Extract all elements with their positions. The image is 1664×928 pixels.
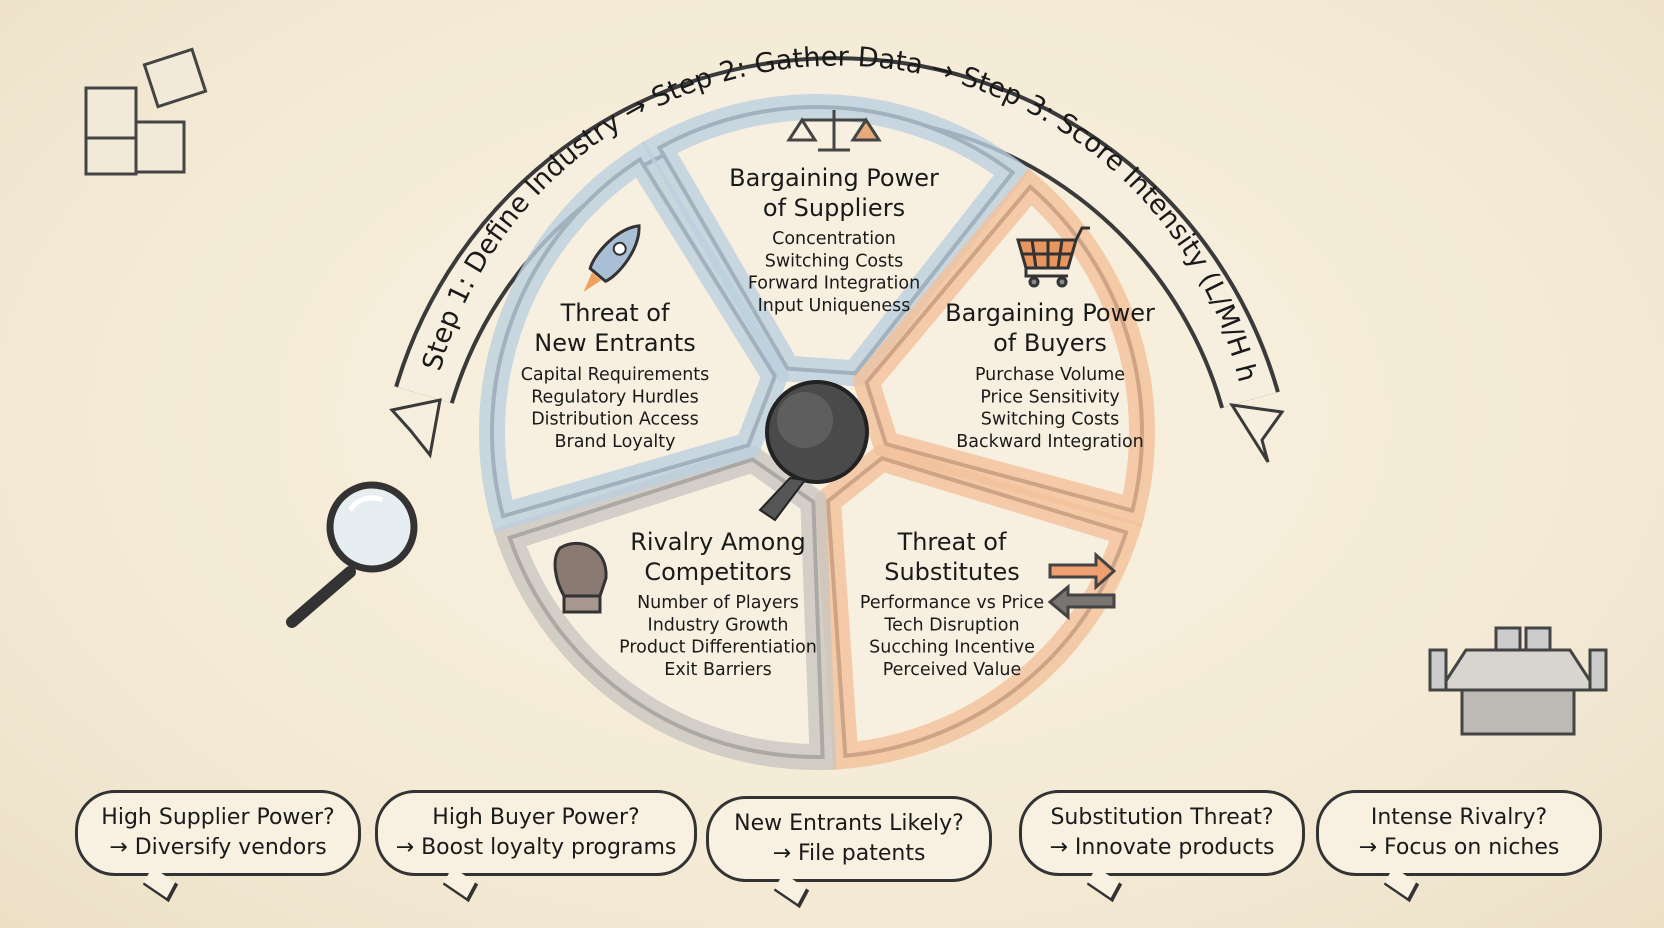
force-factor: Capital Requirements [521, 365, 710, 385]
force-factor: Perceived Value [883, 660, 1022, 680]
force-title: Competitors [644, 558, 791, 586]
force-factor: Backward Integration [956, 432, 1144, 452]
wedge-shading-suppliers [641, 94, 1032, 387]
bubble-question: High Buyer Power? [432, 805, 640, 830]
swap-arrows-icon [1047, 551, 1117, 621]
force-title: Rivalry Among [630, 528, 806, 556]
wedge-shading-new-entrants [479, 141, 790, 533]
bubble-action: → Diversify vendors [109, 835, 327, 860]
force-factor: Input Uniqueness [758, 296, 911, 316]
bubble-action: → File patents [772, 841, 926, 866]
banner-left-tail [389, 398, 442, 459]
scale-icon [786, 110, 882, 152]
force-factor: Purchase Volume [975, 365, 1125, 385]
force-factor: Sucching Incentive [869, 638, 1035, 658]
shopping-cart-icon [1016, 226, 1090, 288]
force-factor: Price Sensitivity [980, 387, 1119, 407]
force-title: Bargaining Power [945, 299, 1155, 327]
force-factor: Tech Disruption [883, 615, 1019, 635]
magnifying-glass-icon [286, 481, 418, 628]
wedge-shading-rivalry [493, 444, 837, 770]
rocket-icon [583, 224, 641, 292]
force-factor: Industry Growth [648, 615, 789, 635]
force-title: Threat of [897, 528, 1007, 556]
bubble-question: Substitution Threat? [1050, 805, 1274, 830]
strategy-bubble: High Buyer Power? → Boost loyalty progra… [375, 790, 697, 903]
force-factor: Distribution Access [531, 410, 699, 430]
forces-wheel [479, 94, 1155, 770]
bubble-action: → Boost loyalty programs [395, 835, 677, 860]
boxing-glove-icon [553, 542, 608, 614]
force-factor: Brand Loyalty [555, 432, 676, 452]
force-title: Substitutes [884, 558, 1020, 586]
force-factor: Performance vs Price [860, 593, 1044, 613]
force-title: of Buyers [993, 329, 1107, 357]
wedge-shading-buyers [851, 168, 1155, 527]
strategy-bubble: Substitution Threat? → Innovate products [1019, 790, 1305, 903]
strategy-bubble: Intense Rivalry? → Focus on niches [1316, 790, 1602, 903]
force-factor: Exit Barriers [664, 660, 771, 680]
force-factor: Forward Integration [748, 274, 920, 294]
bubble-action: → Innovate products [1049, 835, 1275, 860]
force-factor: Product Differentiation [619, 638, 817, 658]
meeting-table-icon [1428, 626, 1608, 736]
force-title: of Suppliers [763, 194, 905, 222]
bubble-question: New Entrants Likely? [734, 811, 964, 836]
force-factor: Switching Costs [981, 410, 1120, 430]
force-factor: Switching Costs [765, 251, 904, 271]
force-title: New Entrants [534, 329, 695, 357]
puzzle-icon [84, 47, 208, 176]
force-factor: Regulatory Hurdles [531, 387, 699, 407]
strategy-bubble: High Supplier Power? → Diversify vendors [75, 790, 361, 903]
banner-right-tail [1229, 403, 1285, 463]
force-title: Threat of [560, 299, 670, 327]
force-factor: Number of Players [637, 593, 799, 613]
hub [758, 380, 869, 522]
force-factor: Concentration [772, 229, 896, 249]
bubble-action: → Focus on niches [1358, 835, 1560, 860]
bubble-question: Intense Rivalry? [1370, 805, 1548, 830]
force-title: Bargaining Power [729, 164, 939, 192]
strategy-bubble: New Entrants Likely? → File patents [706, 796, 992, 909]
bubble-question: High Supplier Power? [101, 805, 335, 830]
